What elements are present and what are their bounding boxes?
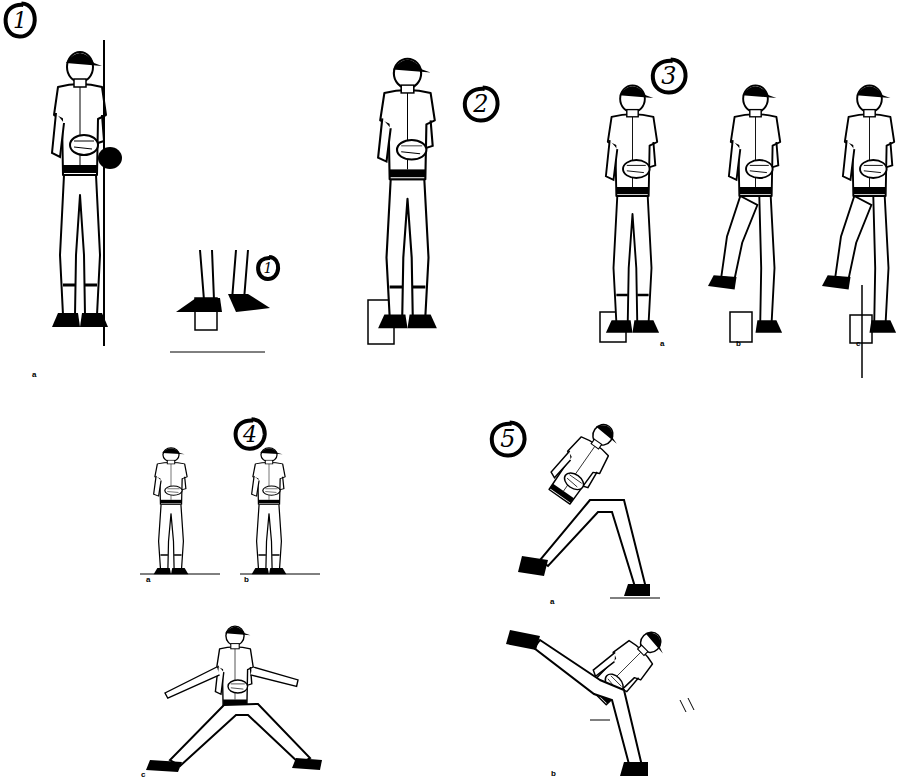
callout-number: 4 <box>234 418 266 450</box>
callout-number: 1 <box>4 2 36 38</box>
sub-figure-letter: b <box>244 576 249 584</box>
callout-circle: 2 <box>463 86 499 122</box>
callout-circle: 5 <box>490 421 526 457</box>
sub-figure-letter: c <box>141 771 145 779</box>
sub-figure-letter: b <box>551 770 556 778</box>
sub-figure-letter: a <box>32 371 36 379</box>
callout-circle: 1 <box>257 256 279 280</box>
sub-figure-letter: a <box>146 576 150 584</box>
callout-number: 3 <box>651 58 687 94</box>
sub-figure-letter: a <box>660 340 664 348</box>
sub-figure-letter: a <box>550 598 554 606</box>
callout-number: 1 <box>257 256 279 280</box>
callout-circle: 3 <box>651 58 687 94</box>
sub-figure-letter: c <box>856 340 860 348</box>
callout-number: 5 <box>490 421 526 457</box>
callout-number: 2 <box>463 86 499 122</box>
callout-circle: 4 <box>234 418 266 450</box>
sub-figure-letter: b <box>736 340 741 348</box>
callout-circle: 1 <box>4 2 36 38</box>
